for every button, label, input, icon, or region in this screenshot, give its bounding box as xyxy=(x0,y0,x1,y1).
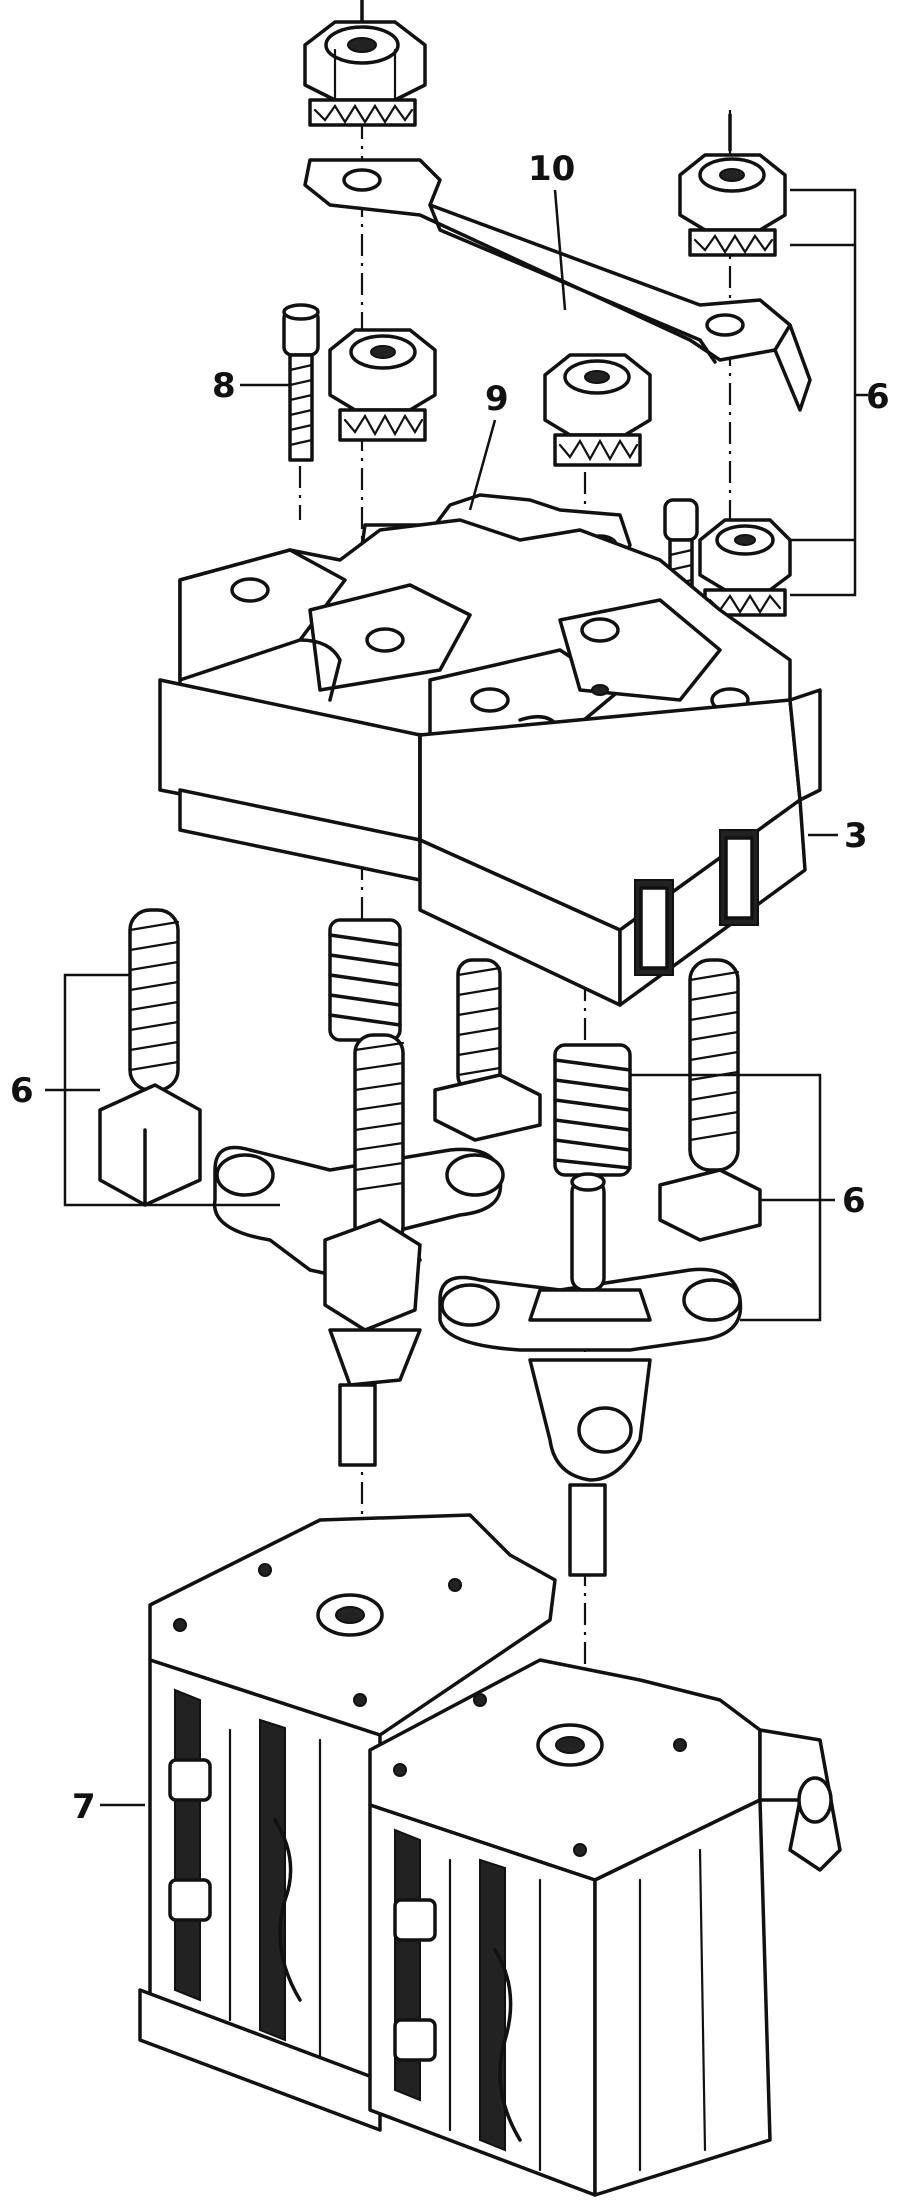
callout-labels: 10 8 9 6 3 6 6 7 xyxy=(10,149,890,1827)
spring-left xyxy=(328,918,402,1042)
callout-7: 7 xyxy=(72,1787,96,1827)
top-nut-left xyxy=(303,0,427,127)
callout-lines xyxy=(45,188,868,1807)
callout-10: 10 xyxy=(528,149,575,189)
callout-6-left: 6 xyxy=(10,1071,34,1111)
callout-9: 9 xyxy=(485,379,509,419)
callout-3: 3 xyxy=(844,816,868,856)
top-nut-right xyxy=(678,113,787,257)
coil-housing-right xyxy=(368,1658,842,2197)
screw-8 xyxy=(282,303,320,462)
link-plate-10 xyxy=(303,158,812,412)
callout-6-top-right: 6 xyxy=(866,377,890,417)
coil-housing-left xyxy=(138,1513,557,2132)
centre-nut-left xyxy=(328,328,437,442)
right-nut-lower xyxy=(698,518,792,617)
terminal-block-3 xyxy=(158,518,822,1007)
callout-8: 8 xyxy=(212,366,236,406)
spring-centre xyxy=(553,1043,632,1177)
stud-left xyxy=(98,908,202,1207)
stud-right xyxy=(658,958,762,1242)
centre-nut-right xyxy=(543,353,652,467)
callout-6-right: 6 xyxy=(842,1181,866,1221)
contact-bridge-right xyxy=(438,1172,743,1577)
contact-bridge-left xyxy=(212,1033,505,1467)
stud-centre-short xyxy=(433,958,542,1142)
